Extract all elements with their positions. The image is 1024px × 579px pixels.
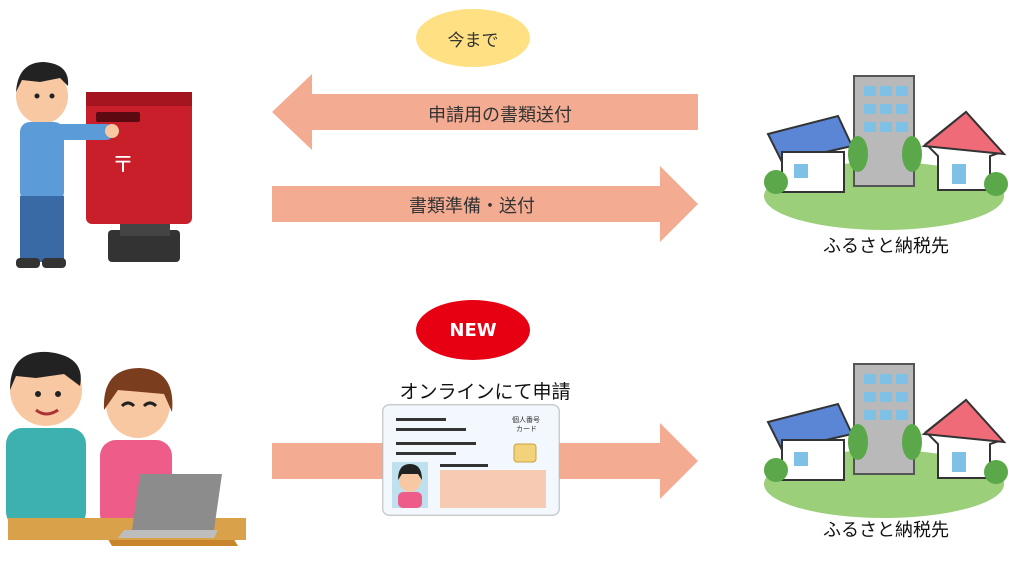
- badge-until-now: 今まで: [416, 9, 530, 67]
- my-number-card-icon: 個人番号 カード: [382, 404, 560, 516]
- destination-label-bottom: ふるさと納税先: [823, 520, 949, 541]
- svg-text:個人番号: 個人番号: [512, 415, 540, 424]
- destination-label-top: ふるさと納税先: [823, 236, 949, 257]
- town-icon-bottom: [764, 363, 1008, 518]
- person-posting-illustration: 〒: [16, 62, 192, 268]
- arrow-mid-label: 書類準備・送付: [409, 196, 535, 217]
- arrow-top-label: 申請用の書類送付: [428, 105, 572, 126]
- people-laptop-illustration: [6, 351, 246, 546]
- online-application-label: オンラインにて申請: [399, 381, 571, 403]
- postbox-icon: [86, 92, 192, 224]
- badge-until-now-text: 今まで: [447, 30, 499, 51]
- badge-new-text: NEW: [449, 319, 497, 341]
- svg-text:カード: カード: [516, 425, 537, 433]
- laptop-icon: [132, 474, 222, 530]
- arrow-left: [272, 74, 698, 150]
- badge-new: NEW: [416, 300, 530, 360]
- town-icon-top: [764, 75, 1008, 230]
- arrow-right-top: [272, 166, 698, 242]
- svg-text:〒: 〒: [112, 153, 134, 178]
